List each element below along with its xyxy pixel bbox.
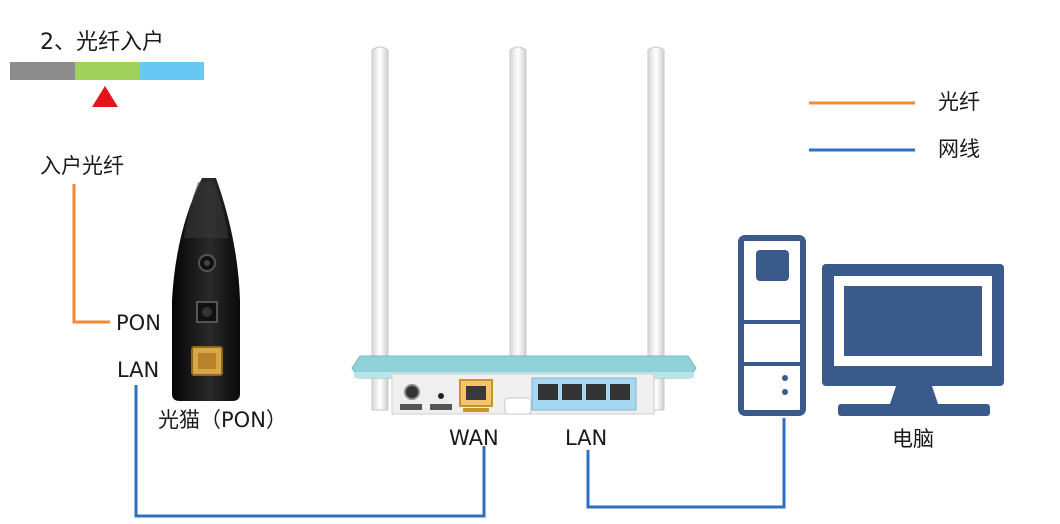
fiber-in-label: 入户光纤: [40, 154, 124, 178]
cable-router-to-computer: [586, 418, 786, 509]
progress-segment-2: [75, 62, 140, 80]
progress-segment-1: [10, 62, 75, 80]
cable-modem-to-router: [134, 385, 486, 518]
progress-marker-icon: [92, 86, 118, 107]
modem-lan-label: LAN: [117, 358, 160, 382]
progress-segment-3: [140, 62, 204, 80]
legend-cable-label: 网线: [938, 137, 980, 161]
router: [351, 355, 697, 415]
router-lan-label: LAN: [565, 426, 608, 450]
router-reset-button: [438, 393, 444, 399]
pon-port-label: PON: [116, 311, 161, 335]
computer-label: 电脑: [892, 427, 934, 451]
legend-fiber-label: 光纤: [938, 90, 980, 114]
legend-lines: [809, 101, 915, 152]
fiber-line: [72, 184, 110, 324]
step-title: 2、光纤入户: [40, 30, 164, 55]
optical-modem: [172, 178, 240, 401]
computer-tower: [738, 235, 806, 416]
router-wan-label: WAN: [449, 426, 499, 450]
modem-name-label: 光猫（PON）: [158, 408, 287, 432]
router-power-jack: [404, 384, 420, 400]
router-antennas: [371, 46, 665, 411]
computer-monitor: [822, 264, 1004, 416]
